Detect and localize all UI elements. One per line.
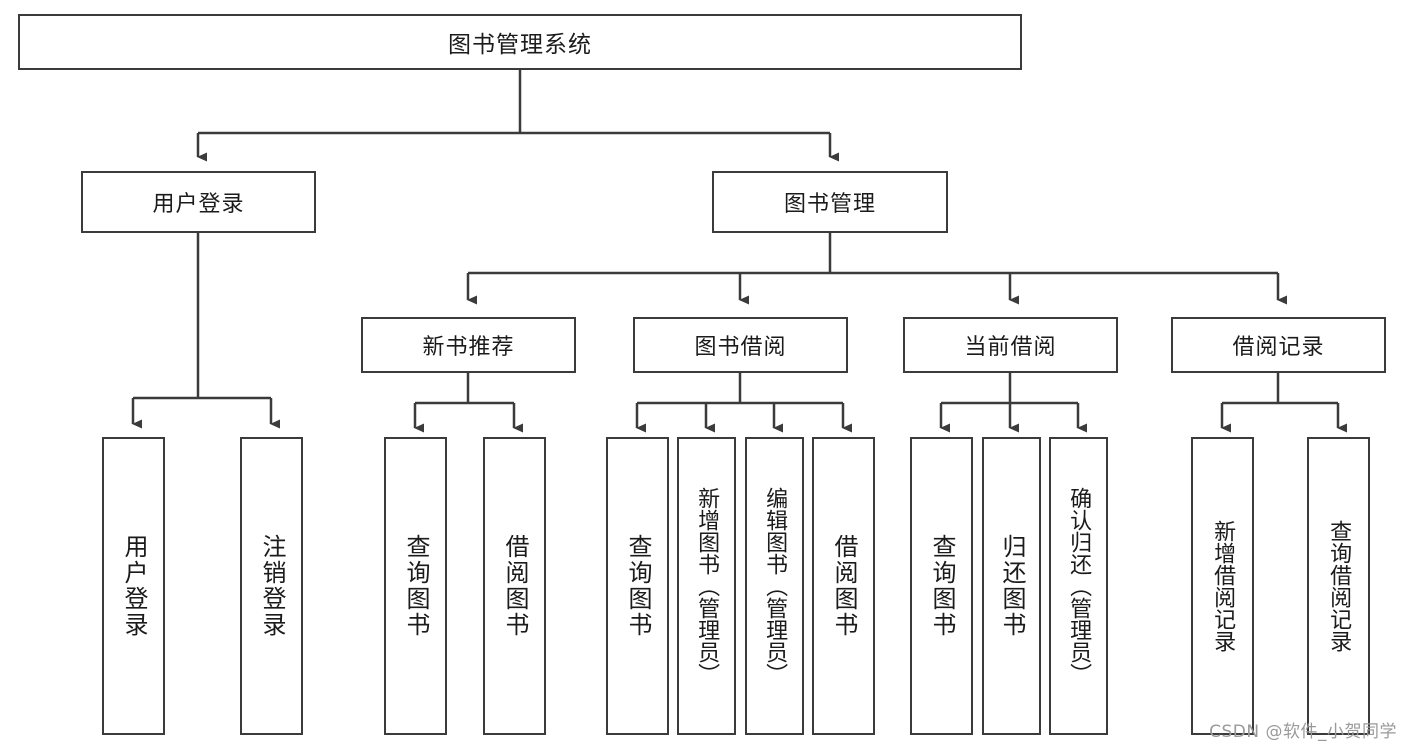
csdn-watermark: CSDN @软件_小贺同学 — [1209, 722, 1397, 742]
node-current-borrow[interactable]: 当前借阅 — [903, 317, 1118, 373]
node-leaf-add-borrow-record[interactable]: 新增借阅记录 — [1191, 437, 1254, 735]
leaf-label: 注销登录 — [257, 534, 286, 638]
node-leaf-confirm-return-admin[interactable]: 确认归还（管理员） — [1049, 437, 1108, 735]
node-leaf-borrow-book-2[interactable]: 借阅图书 — [812, 437, 875, 735]
leaf-label: 查询图书 — [927, 534, 956, 638]
leaf-label: 新增图书（管理员） — [694, 487, 720, 685]
leaf-label: 新增借阅记录 — [1210, 520, 1236, 652]
node-user-login[interactable]: 用户登录 — [81, 171, 316, 233]
node-leaf-user-login-do[interactable]: 用户登录 — [102, 437, 165, 735]
node-leaf-add-book-admin[interactable]: 新增图书（管理员） — [677, 437, 736, 735]
leaf-label: 借阅图书 — [500, 534, 529, 638]
node-leaf-query-borrow-record[interactable]: 查询借阅记录 — [1307, 437, 1370, 735]
leaf-label: 查询图书 — [623, 534, 652, 638]
node-new-book-recommend[interactable]: 新书推荐 — [361, 317, 576, 373]
leaf-label: 归还图书 — [997, 534, 1026, 638]
node-leaf-user-logout[interactable]: 注销登录 — [240, 437, 303, 735]
leaf-label: 借阅图书 — [829, 534, 858, 638]
node-leaf-edit-book-admin[interactable]: 编辑图书（管理员） — [745, 437, 804, 735]
node-borrow-record[interactable]: 借阅记录 — [1171, 317, 1386, 373]
leaf-label: 查询借阅记录 — [1326, 520, 1352, 652]
node-leaf-query-book-1[interactable]: 查询图书 — [384, 437, 447, 735]
node-root-system[interactable]: 图书管理系统 — [18, 14, 1022, 70]
leaf-label: 确认归还（管理员） — [1066, 487, 1092, 685]
leaf-label: 用户登录 — [119, 534, 148, 638]
node-leaf-query-book-2[interactable]: 查询图书 — [606, 437, 669, 735]
node-leaf-query-book-3[interactable]: 查询图书 — [910, 437, 973, 735]
leaf-label: 查询图书 — [401, 534, 430, 638]
node-leaf-borrow-book-1[interactable]: 借阅图书 — [483, 437, 546, 735]
node-book-borrow[interactable]: 图书借阅 — [633, 317, 848, 373]
leaf-label: 编辑图书（管理员） — [762, 487, 788, 685]
node-book-management[interactable]: 图书管理 — [712, 171, 948, 233]
node-leaf-return-book[interactable]: 归还图书 — [982, 437, 1041, 735]
